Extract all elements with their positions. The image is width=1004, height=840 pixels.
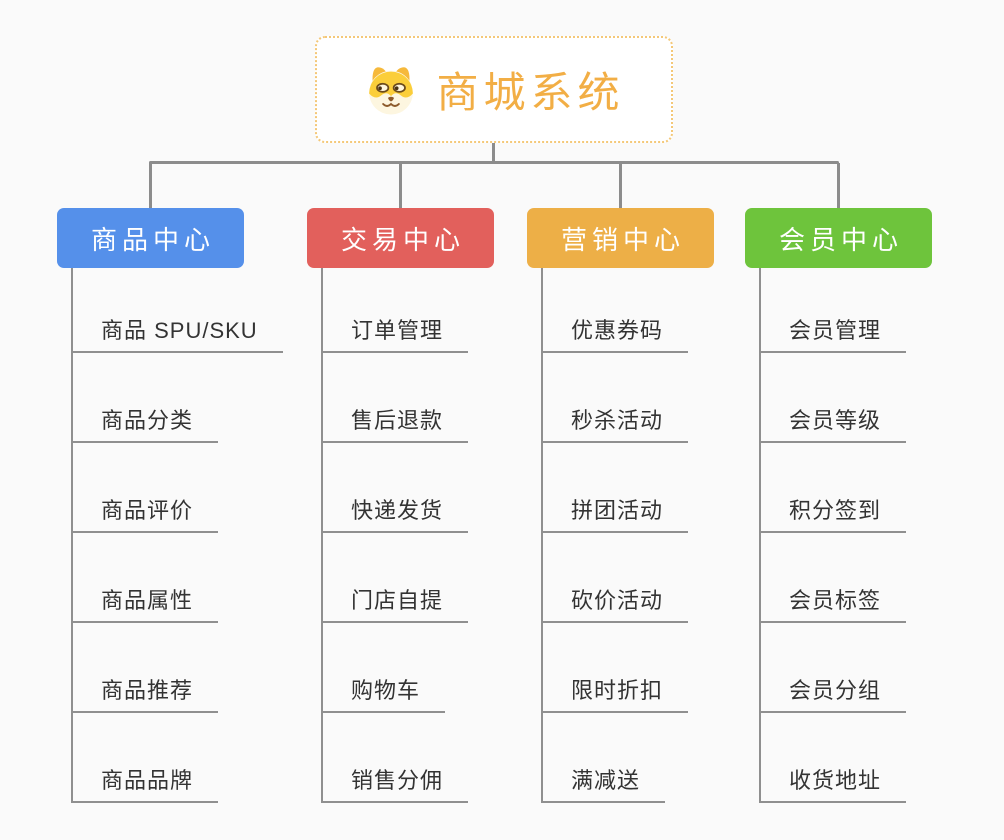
child-node[interactable]: 购物车 <box>321 673 446 713</box>
branch-marketing-center: 营销中心 优惠券码 秒杀活动 拼团活动 砍价活动 限时折扣 满减送 <box>527 208 779 803</box>
child-node[interactable]: 门店自提 <box>321 583 469 623</box>
child-node[interactable]: 拼团活动 <box>541 493 689 533</box>
child-node[interactable]: 收货地址 <box>759 763 907 803</box>
child-row: 销售分佣 <box>321 713 559 803</box>
branch-trunk-line <box>541 268 543 803</box>
branch-head-marketing-center[interactable]: 营销中心 <box>527 208 714 268</box>
child-node[interactable]: 积分签到 <box>759 493 907 533</box>
branch-children: 优惠券码 秒杀活动 拼团活动 砍价活动 限时折扣 满减送 <box>541 268 779 803</box>
connector-drop-member-center <box>837 163 840 208</box>
child-node[interactable]: 满减送 <box>541 763 666 803</box>
root-node[interactable]: 商城系统 <box>315 36 673 143</box>
child-row: 会员分组 <box>759 623 997 713</box>
child-row: 商品属性 <box>71 533 309 623</box>
connector-drop-product-center <box>149 163 152 208</box>
child-row: 优惠券码 <box>541 268 779 353</box>
branch-label: 交易中心 <box>340 224 465 255</box>
child-node[interactable]: 会员分组 <box>759 673 907 713</box>
branch-head-product-center[interactable]: 商品中心 <box>57 208 244 268</box>
child-node[interactable]: 售后退款 <box>321 403 469 443</box>
child-node[interactable]: 会员管理 <box>759 313 907 353</box>
child-node[interactable]: 商品 SPU/SKU <box>71 313 283 353</box>
connector-drop-marketing-center <box>619 163 622 208</box>
branch-label: 营销中心 <box>560 224 685 255</box>
root-title: 商城系统 <box>436 69 625 116</box>
branch-head-trade-center[interactable]: 交易中心 <box>307 208 494 268</box>
child-node[interactable]: 商品品牌 <box>71 763 219 803</box>
child-node[interactable]: 快递发货 <box>321 493 469 533</box>
child-row: 收货地址 <box>759 713 997 803</box>
child-node[interactable]: 商品属性 <box>71 583 219 623</box>
branch-member-center: 会员中心 会员管理 会员等级 积分签到 会员标签 会员分组 收货地址 <box>745 208 997 803</box>
shiba-dog-icon <box>363 64 419 116</box>
connector-drop-trade-center <box>399 163 402 208</box>
branch-children: 商品 SPU/SKU 商品分类 商品评价 商品属性 商品推荐 商品品牌 <box>71 268 309 803</box>
child-row: 商品 SPU/SKU <box>71 268 309 353</box>
child-node[interactable]: 限时折扣 <box>541 673 689 713</box>
child-row: 门店自提 <box>321 533 559 623</box>
child-row: 订单管理 <box>321 268 559 353</box>
child-row: 秒杀活动 <box>541 353 779 443</box>
branch-label: 会员中心 <box>778 224 903 255</box>
child-node[interactable]: 商品分类 <box>71 403 219 443</box>
child-row: 商品分类 <box>71 353 309 443</box>
child-row: 拼团活动 <box>541 443 779 533</box>
child-row: 砍价活动 <box>541 533 779 623</box>
branch-trunk-line <box>71 268 73 803</box>
child-node[interactable]: 砍价活动 <box>541 583 689 623</box>
child-node[interactable]: 商品评价 <box>71 493 219 533</box>
child-node[interactable]: 优惠券码 <box>541 313 689 353</box>
child-row: 商品评价 <box>71 443 309 533</box>
child-node[interactable]: 会员等级 <box>759 403 907 443</box>
child-row: 商品推荐 <box>71 623 309 713</box>
connector-horizontal-bar <box>149 161 839 164</box>
branch-label: 商品中心 <box>90 224 215 255</box>
branch-trunk-line <box>321 268 323 803</box>
branch-trade-center: 交易中心 订单管理 售后退款 快递发货 门店自提 购物车 销售分佣 <box>307 208 559 803</box>
branch-children: 订单管理 售后退款 快递发货 门店自提 购物车 销售分佣 <box>321 268 559 803</box>
child-row: 积分签到 <box>759 443 997 533</box>
child-row: 购物车 <box>321 623 559 713</box>
child-node[interactable]: 商品推荐 <box>71 673 219 713</box>
child-node[interactable]: 秒杀活动 <box>541 403 689 443</box>
child-row: 售后退款 <box>321 353 559 443</box>
child-node[interactable]: 订单管理 <box>321 313 469 353</box>
connector-root-trunk <box>492 143 495 163</box>
child-node[interactable]: 销售分佣 <box>321 763 469 803</box>
child-row: 会员等级 <box>759 353 997 443</box>
child-row: 限时折扣 <box>541 623 779 713</box>
branch-head-member-center[interactable]: 会员中心 <box>745 208 932 268</box>
child-row: 满减送 <box>541 713 779 803</box>
child-row: 快递发货 <box>321 443 559 533</box>
branch-product-center: 商品中心 商品 SPU/SKU 商品分类 商品评价 商品属性 商品推荐 商品品牌 <box>57 208 309 803</box>
branch-trunk-line <box>759 268 761 803</box>
child-node[interactable]: 会员标签 <box>759 583 907 623</box>
child-row: 商品品牌 <box>71 713 309 803</box>
child-row: 会员标签 <box>759 533 997 623</box>
child-row: 会员管理 <box>759 268 997 353</box>
branch-children: 会员管理 会员等级 积分签到 会员标签 会员分组 收货地址 <box>759 268 997 803</box>
